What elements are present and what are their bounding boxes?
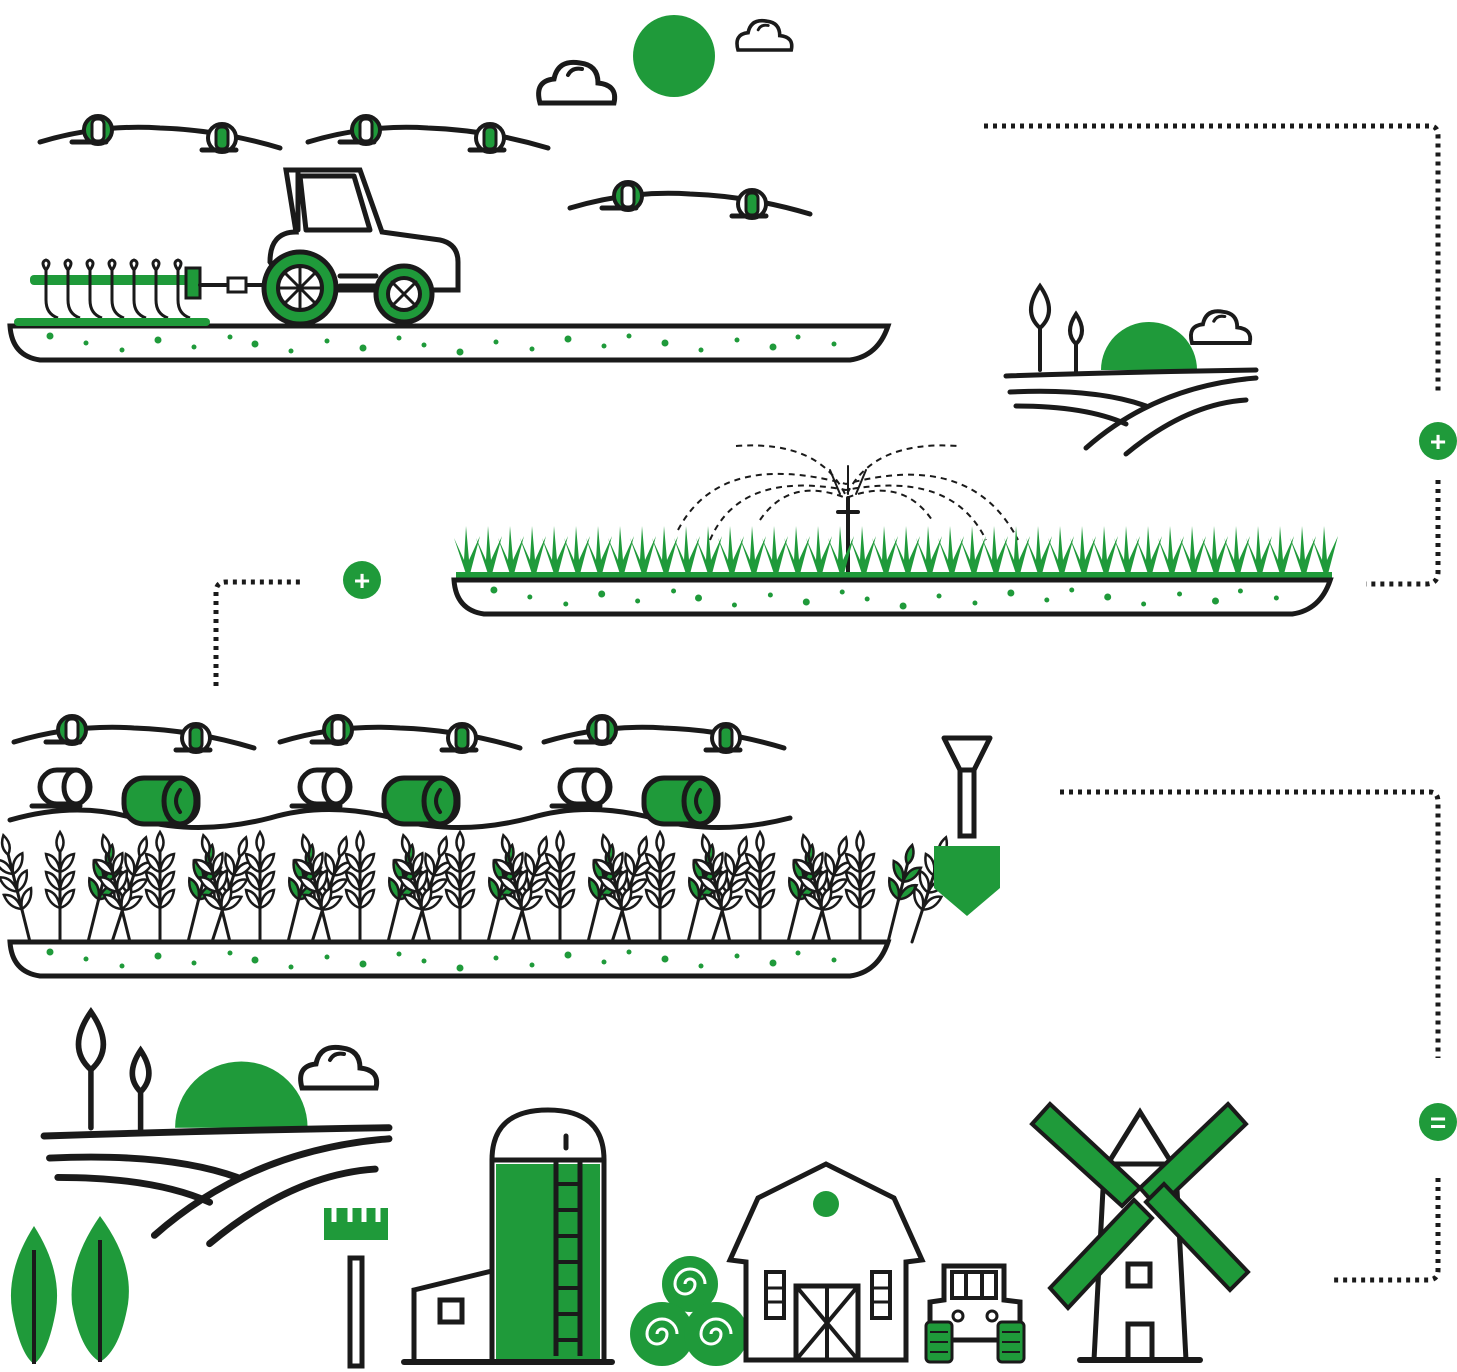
drone-icon <box>14 716 254 752</box>
hay-bale-icon <box>384 778 458 824</box>
hay-bale-icon <box>32 770 90 806</box>
sun-icon <box>633 15 715 97</box>
sprout-icon <box>1092 526 1118 574</box>
sprout-icon <box>1290 526 1316 574</box>
sprout-icon <box>740 526 766 574</box>
tree-icon <box>11 1216 129 1364</box>
plus-icon: + <box>1419 422 1457 460</box>
wheat-stalk-icon <box>46 832 74 942</box>
cloud-icon <box>301 1047 377 1088</box>
sprout-icon <box>608 526 634 574</box>
wheat-stalk-icon <box>546 832 574 942</box>
wheat-icon <box>0 832 959 946</box>
sprout-icon <box>916 526 942 574</box>
sprout-icon <box>476 526 502 574</box>
wheat-stalk-icon <box>146 832 174 942</box>
sprout-icon <box>1026 526 1052 574</box>
hay-bale-icon <box>552 770 610 806</box>
wheat-stalk-icon <box>846 832 874 942</box>
sprout-icon <box>850 526 876 574</box>
sprout-icon <box>718 526 744 574</box>
drone-icon <box>40 116 280 152</box>
hay-bale-icon <box>124 778 198 824</box>
cloud-icon <box>1191 311 1250 343</box>
sprout-icon <box>586 526 612 574</box>
hay-bale-icon <box>644 778 718 824</box>
drone-icon <box>570 182 810 218</box>
sprout-icon <box>1268 526 1294 574</box>
soil-bed-icon <box>10 326 888 360</box>
equals-icon: = <box>1419 1103 1457 1141</box>
sprout-icon <box>872 526 898 574</box>
wheat-stalk-icon <box>246 832 274 942</box>
sprout-icon <box>982 526 1008 574</box>
wheat-stalk-icon <box>446 832 474 942</box>
connector-2: + <box>216 561 381 686</box>
sprout-icon <box>1180 526 1206 574</box>
sprout-icon <box>674 526 700 574</box>
sprout-icon <box>1158 526 1184 574</box>
sprout-icon <box>542 526 568 574</box>
sprout-icon <box>696 526 722 574</box>
barn-icon <box>730 1164 922 1360</box>
scene-harvest <box>0 716 1000 976</box>
connector-2-symbol: + <box>354 565 370 596</box>
windmill-icon <box>1032 1104 1248 1360</box>
tractor-icon <box>264 170 458 324</box>
soil-bed-icon <box>10 942 888 976</box>
sprout-icon <box>1004 526 1030 574</box>
connector-1-symbol: + <box>1430 426 1446 457</box>
sprout-icon <box>762 526 788 574</box>
cloud-icon <box>737 21 792 50</box>
sprout-icon <box>520 526 546 574</box>
sprout-icon <box>1312 526 1338 574</box>
scene-tillage <box>10 15 888 360</box>
connector-3-symbol: = <box>1430 1107 1446 1138</box>
hay-bale-icon <box>292 770 350 806</box>
drone-icon <box>308 116 548 152</box>
wheat-stalk-icon <box>0 832 44 946</box>
sprout-icon <box>1136 526 1162 574</box>
connector-1: + <box>984 126 1457 584</box>
sprout-icon <box>1246 526 1272 574</box>
wheat-stalk-icon <box>746 832 774 942</box>
sprout-icon <box>630 526 656 574</box>
sprout-icon <box>894 526 920 574</box>
rake-icon <box>324 1208 388 1366</box>
sprout-icon <box>828 526 854 574</box>
sprout-icon <box>652 526 678 574</box>
sprout-icon <box>1224 526 1250 574</box>
wheat-stalk-icon <box>346 832 374 942</box>
sprout-icon <box>1070 526 1096 574</box>
sprout-icon <box>938 526 964 574</box>
tractor-icon <box>926 1266 1024 1362</box>
scene-farm <box>11 1012 1248 1366</box>
sprout-icon <box>454 526 480 574</box>
sprout-icon <box>784 526 810 574</box>
silo-icon <box>404 1110 612 1362</box>
plus-icon: + <box>343 561 381 599</box>
wheat-stalk-icon <box>646 832 674 942</box>
drone-icon <box>280 716 520 752</box>
crop-row-icon <box>454 526 1338 574</box>
drone-icon <box>544 716 784 752</box>
sprout-icon <box>806 526 832 574</box>
sprout-icon <box>498 526 524 574</box>
cloud-icon <box>539 62 615 103</box>
soil-bed-icon <box>454 580 1330 614</box>
sprout-icon <box>1048 526 1074 574</box>
hay-stack-icon <box>630 1256 748 1366</box>
sprout-icon <box>1202 526 1228 574</box>
sprout-icon <box>1114 526 1140 574</box>
cultivator-icon <box>14 260 266 326</box>
shovel-icon <box>934 738 1000 916</box>
sprout-icon <box>564 526 590 574</box>
